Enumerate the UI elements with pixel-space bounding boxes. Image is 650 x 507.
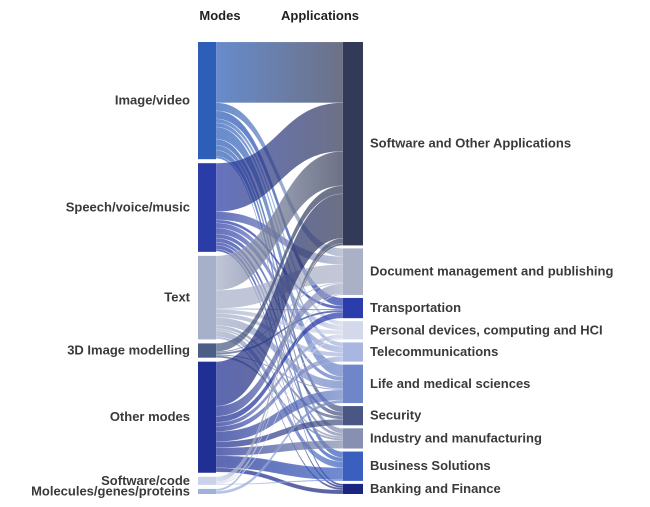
application-label-document-management-and-publishing: Document management and publishing bbox=[370, 264, 613, 279]
application-node-document-management-and-publishing[interactable] bbox=[343, 248, 363, 295]
mode-node-speech-voice-music[interactable] bbox=[198, 163, 216, 252]
application-label-industry-and-manufacturing: Industry and manufacturing bbox=[370, 430, 542, 445]
application-node-software-and-other-applications[interactable] bbox=[343, 42, 363, 246]
application-label-software-and-other-applications: Software and Other Applications bbox=[370, 136, 571, 151]
application-label-transportation: Transportation bbox=[370, 300, 461, 315]
mode-label-speech-voice-music: Speech/voice/music bbox=[66, 200, 190, 215]
application-node-transportation[interactable] bbox=[343, 297, 363, 319]
application-label-life-and-medical-sciences: Life and medical sciences bbox=[370, 376, 530, 391]
application-label-personal-devices-computing-and-hci: Personal devices, computing and HCI bbox=[370, 322, 603, 337]
application-label-security: Security bbox=[370, 408, 422, 423]
mode-label-molecules-genes-proteins: Molecules/genes/proteins bbox=[31, 483, 190, 498]
mode-label-image-video: Image/video bbox=[115, 93, 190, 108]
application-node-business-solutions[interactable] bbox=[343, 451, 363, 481]
application-node-personal-devices-computing-and-hci[interactable] bbox=[343, 321, 363, 340]
mode-node-other-modes[interactable] bbox=[198, 361, 216, 473]
flow-links bbox=[215, 41, 344, 495]
mode-label-other-modes: Other modes bbox=[110, 409, 190, 424]
application-node-security[interactable] bbox=[343, 406, 363, 426]
mode-node-software-code[interactable] bbox=[198, 476, 216, 485]
application-node-industry-and-manufacturing[interactable] bbox=[343, 428, 363, 449]
link-other-to-security bbox=[215, 419, 344, 448]
application-node-life-and-medical-sciences[interactable] bbox=[343, 364, 363, 404]
link-mol-to-software bbox=[215, 243, 344, 492]
mode-label-3d-image-modelling: 3D Image modelling bbox=[67, 343, 190, 358]
mode-node-image-video[interactable] bbox=[198, 42, 216, 160]
link-code-to-personal bbox=[215, 338, 344, 485]
mode-node-3d-image-modelling[interactable] bbox=[198, 343, 216, 358]
applications-header: Applications bbox=[281, 8, 359, 23]
mode-node-molecules-genes-proteins[interactable] bbox=[198, 488, 216, 494]
application-node-telecommunications[interactable] bbox=[343, 342, 363, 362]
nodes bbox=[198, 42, 363, 494]
application-node-banking-and-finance[interactable] bbox=[343, 483, 363, 494]
modes-header: Modes bbox=[199, 8, 240, 23]
application-label-banking-and-finance: Banking and Finance bbox=[370, 481, 501, 496]
link-image-to-software bbox=[215, 41, 344, 103]
application-label-business-solutions: Business Solutions bbox=[370, 458, 491, 473]
application-label-telecommunications: Telecommunications bbox=[370, 344, 498, 359]
mode-node-text[interactable] bbox=[198, 255, 216, 340]
mode-label-software-code: Software/code bbox=[101, 473, 190, 488]
mode-label-text: Text bbox=[164, 290, 190, 305]
